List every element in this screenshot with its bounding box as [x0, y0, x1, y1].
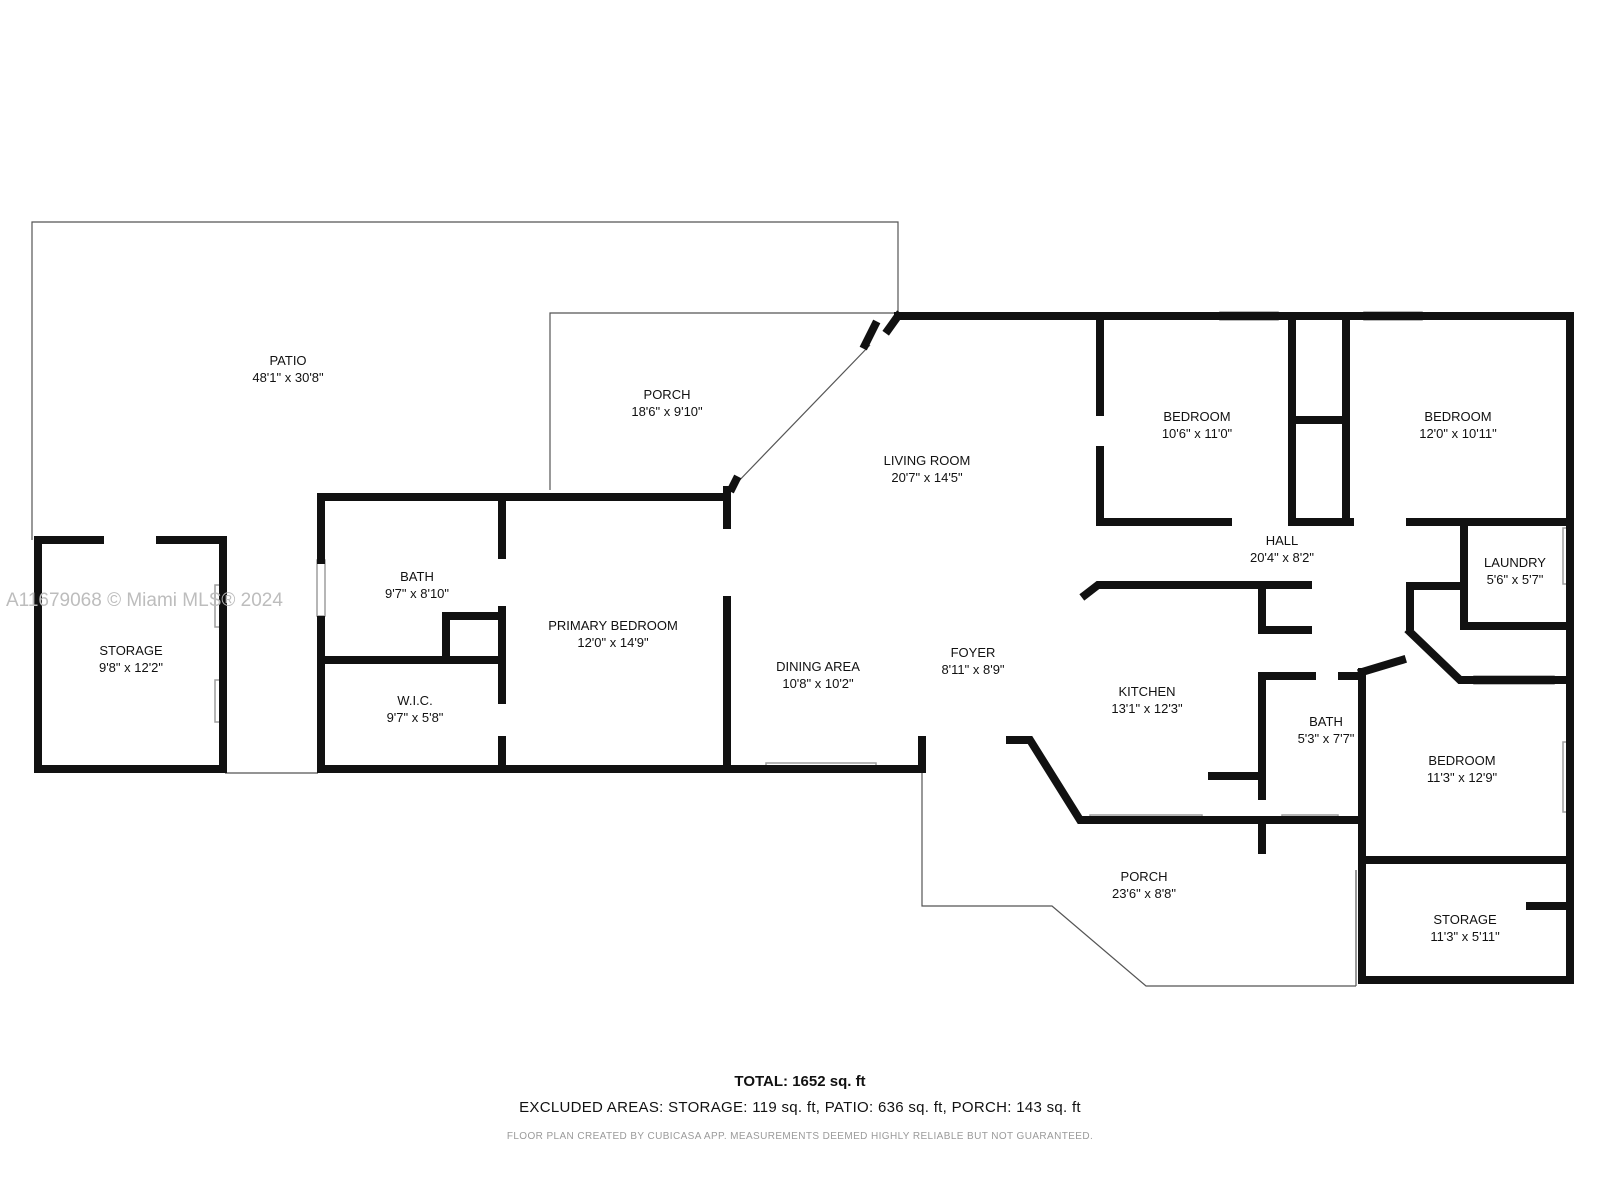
room-name: HALL — [1265, 533, 1299, 548]
room-dimensions: 11'3" x 5'11" — [1430, 929, 1500, 944]
total-area: TOTAL: 1652 sq. ft — [734, 1073, 866, 1090]
room-name: PORCH — [643, 387, 691, 402]
room-dimensions: 8'11" x 8'9" — [941, 662, 1005, 677]
room-name: STORAGE — [99, 643, 163, 658]
floor-plan-credit: FLOOR PLAN CREATED BY CUBICASA APP. MEAS… — [506, 1131, 1094, 1142]
room-name: LAUNDRY — [1484, 555, 1546, 570]
wall — [1079, 581, 1312, 601]
room-dimensions: 10'6" x 11'0" — [1161, 426, 1233, 441]
room-porch-bottom: PORCH 23'6" x 8'8" — [1112, 868, 1176, 902]
wall — [726, 474, 742, 494]
room-dining-area: DINING AREA 10'8" x 10'2" — [776, 658, 860, 692]
room-name: FOYER — [950, 645, 996, 660]
room-dimensions: 9'8" x 12'2" — [98, 660, 164, 675]
wall — [1357, 655, 1407, 677]
room-dimensions: 10'8" x 10'2" — [782, 676, 854, 691]
walls — [34, 310, 1574, 984]
wall — [1358, 862, 1574, 984]
room-wic: W.I.C. 9'7" x 5'8" — [387, 692, 444, 726]
wall — [317, 493, 731, 564]
excluded-areas: EXCLUDED AREAS: STORAGE: 119 sq. ft, PAT… — [519, 1099, 1081, 1116]
wall — [1404, 626, 1574, 684]
wall — [442, 612, 506, 659]
mls-watermark: A11679068 © Miami MLS® 2024 — [6, 590, 283, 611]
room-dimensions: 13'1" x 12'3" — [1111, 701, 1183, 716]
window — [316, 559, 326, 617]
exterior-outlines — [31, 221, 1357, 987]
room-laundry: LAUNDRY 5'6" x 5'7" — [1484, 554, 1546, 588]
wall — [1258, 672, 1316, 800]
wall — [1258, 586, 1312, 634]
wall — [1096, 446, 1232, 526]
room-name: PATIO — [269, 353, 307, 368]
room-dimensions: 20'4" x 8'2" — [1249, 550, 1315, 565]
patio-outline — [31, 221, 899, 540]
room-dimensions: 23'6" x 8'8" — [1111, 886, 1177, 901]
wall — [859, 319, 881, 351]
room-name: BEDROOM — [1428, 753, 1496, 768]
room-name: LIVING ROOM — [883, 453, 971, 468]
room-dimensions: 18'6" x 9'10" — [631, 404, 703, 419]
room-name: BEDROOM — [1424, 409, 1492, 424]
wall — [1006, 736, 1216, 824]
room-name: BATH — [1309, 714, 1343, 729]
room-hall: HALL 20'4" x 8'2" — [1250, 532, 1314, 566]
room-name: PORCH — [1120, 869, 1168, 884]
room-bedroom-2: BEDROOM 12'0" x 10'11" — [1419, 408, 1497, 442]
room-name: W.I.C. — [397, 693, 433, 708]
wall — [882, 310, 904, 336]
room-dimensions: 5'3" x 7'7" — [1297, 731, 1355, 746]
wall — [1460, 526, 1574, 630]
wall — [1406, 582, 1468, 630]
room-dimensions: 9'7" x 8'10" — [384, 586, 450, 601]
wall — [1288, 312, 1350, 424]
wall — [894, 312, 1574, 984]
room-primary-bedroom: PRIMARY BEDROOM 12'0" x 14'9" — [548, 617, 678, 651]
room-bath-2: BATH 5'3" x 7'7" — [1298, 713, 1355, 747]
wall — [1358, 668, 1574, 864]
room-foyer: FOYER 8'11" x 8'9" — [941, 644, 1004, 678]
room-name: BATH — [400, 569, 434, 584]
room-kitchen: KITCHEN 13'1" x 12'3" — [1111, 683, 1182, 717]
room-dimensions: 48'1" x 30'8" — [252, 370, 324, 385]
room-porch-top: PORCH 18'6" x 9'10" — [631, 386, 702, 420]
porch-bottom-outline — [921, 770, 1356, 987]
room-patio: PATIO 48'1" x 30'8" — [252, 352, 323, 386]
room-dimensions: 11'3" x 12'9" — [1426, 770, 1498, 785]
room-dimensions: 20'7" x 14'5" — [891, 470, 963, 485]
room-dimensions: 9'7" x 5'8" — [386, 710, 444, 725]
room-dimensions: 12'0" x 10'11" — [1419, 426, 1497, 441]
room-name: PRIMARY BEDROOM — [548, 618, 678, 633]
room-name: DINING AREA — [776, 659, 860, 674]
room-living-room: LIVING ROOM 20'7" x 14'5" — [884, 452, 971, 486]
room-storage-right: STORAGE 11'3" x 5'11" — [1430, 911, 1499, 945]
room-name: KITCHEN — [1118, 684, 1176, 699]
porch-top-outline — [549, 312, 898, 490]
room-dimensions: 5'6" x 5'7" — [1486, 572, 1544, 587]
room-dimensions: 12'0" x 14'9" — [577, 635, 649, 650]
wall — [34, 536, 227, 773]
living-diagonal-opening — [731, 344, 871, 489]
room-name: STORAGE — [1433, 912, 1497, 927]
room-bedroom-1: BEDROOM 10'6" x 11'0" — [1162, 408, 1232, 442]
room-bath-primary: BATH 9'7" x 8'10" — [385, 568, 449, 602]
room-storage-left: STORAGE 9'8" x 12'2" — [99, 642, 163, 676]
room-bedroom-3: BEDROOM 11'3" x 12'9" — [1427, 752, 1497, 786]
room-name: BEDROOM — [1163, 409, 1231, 424]
